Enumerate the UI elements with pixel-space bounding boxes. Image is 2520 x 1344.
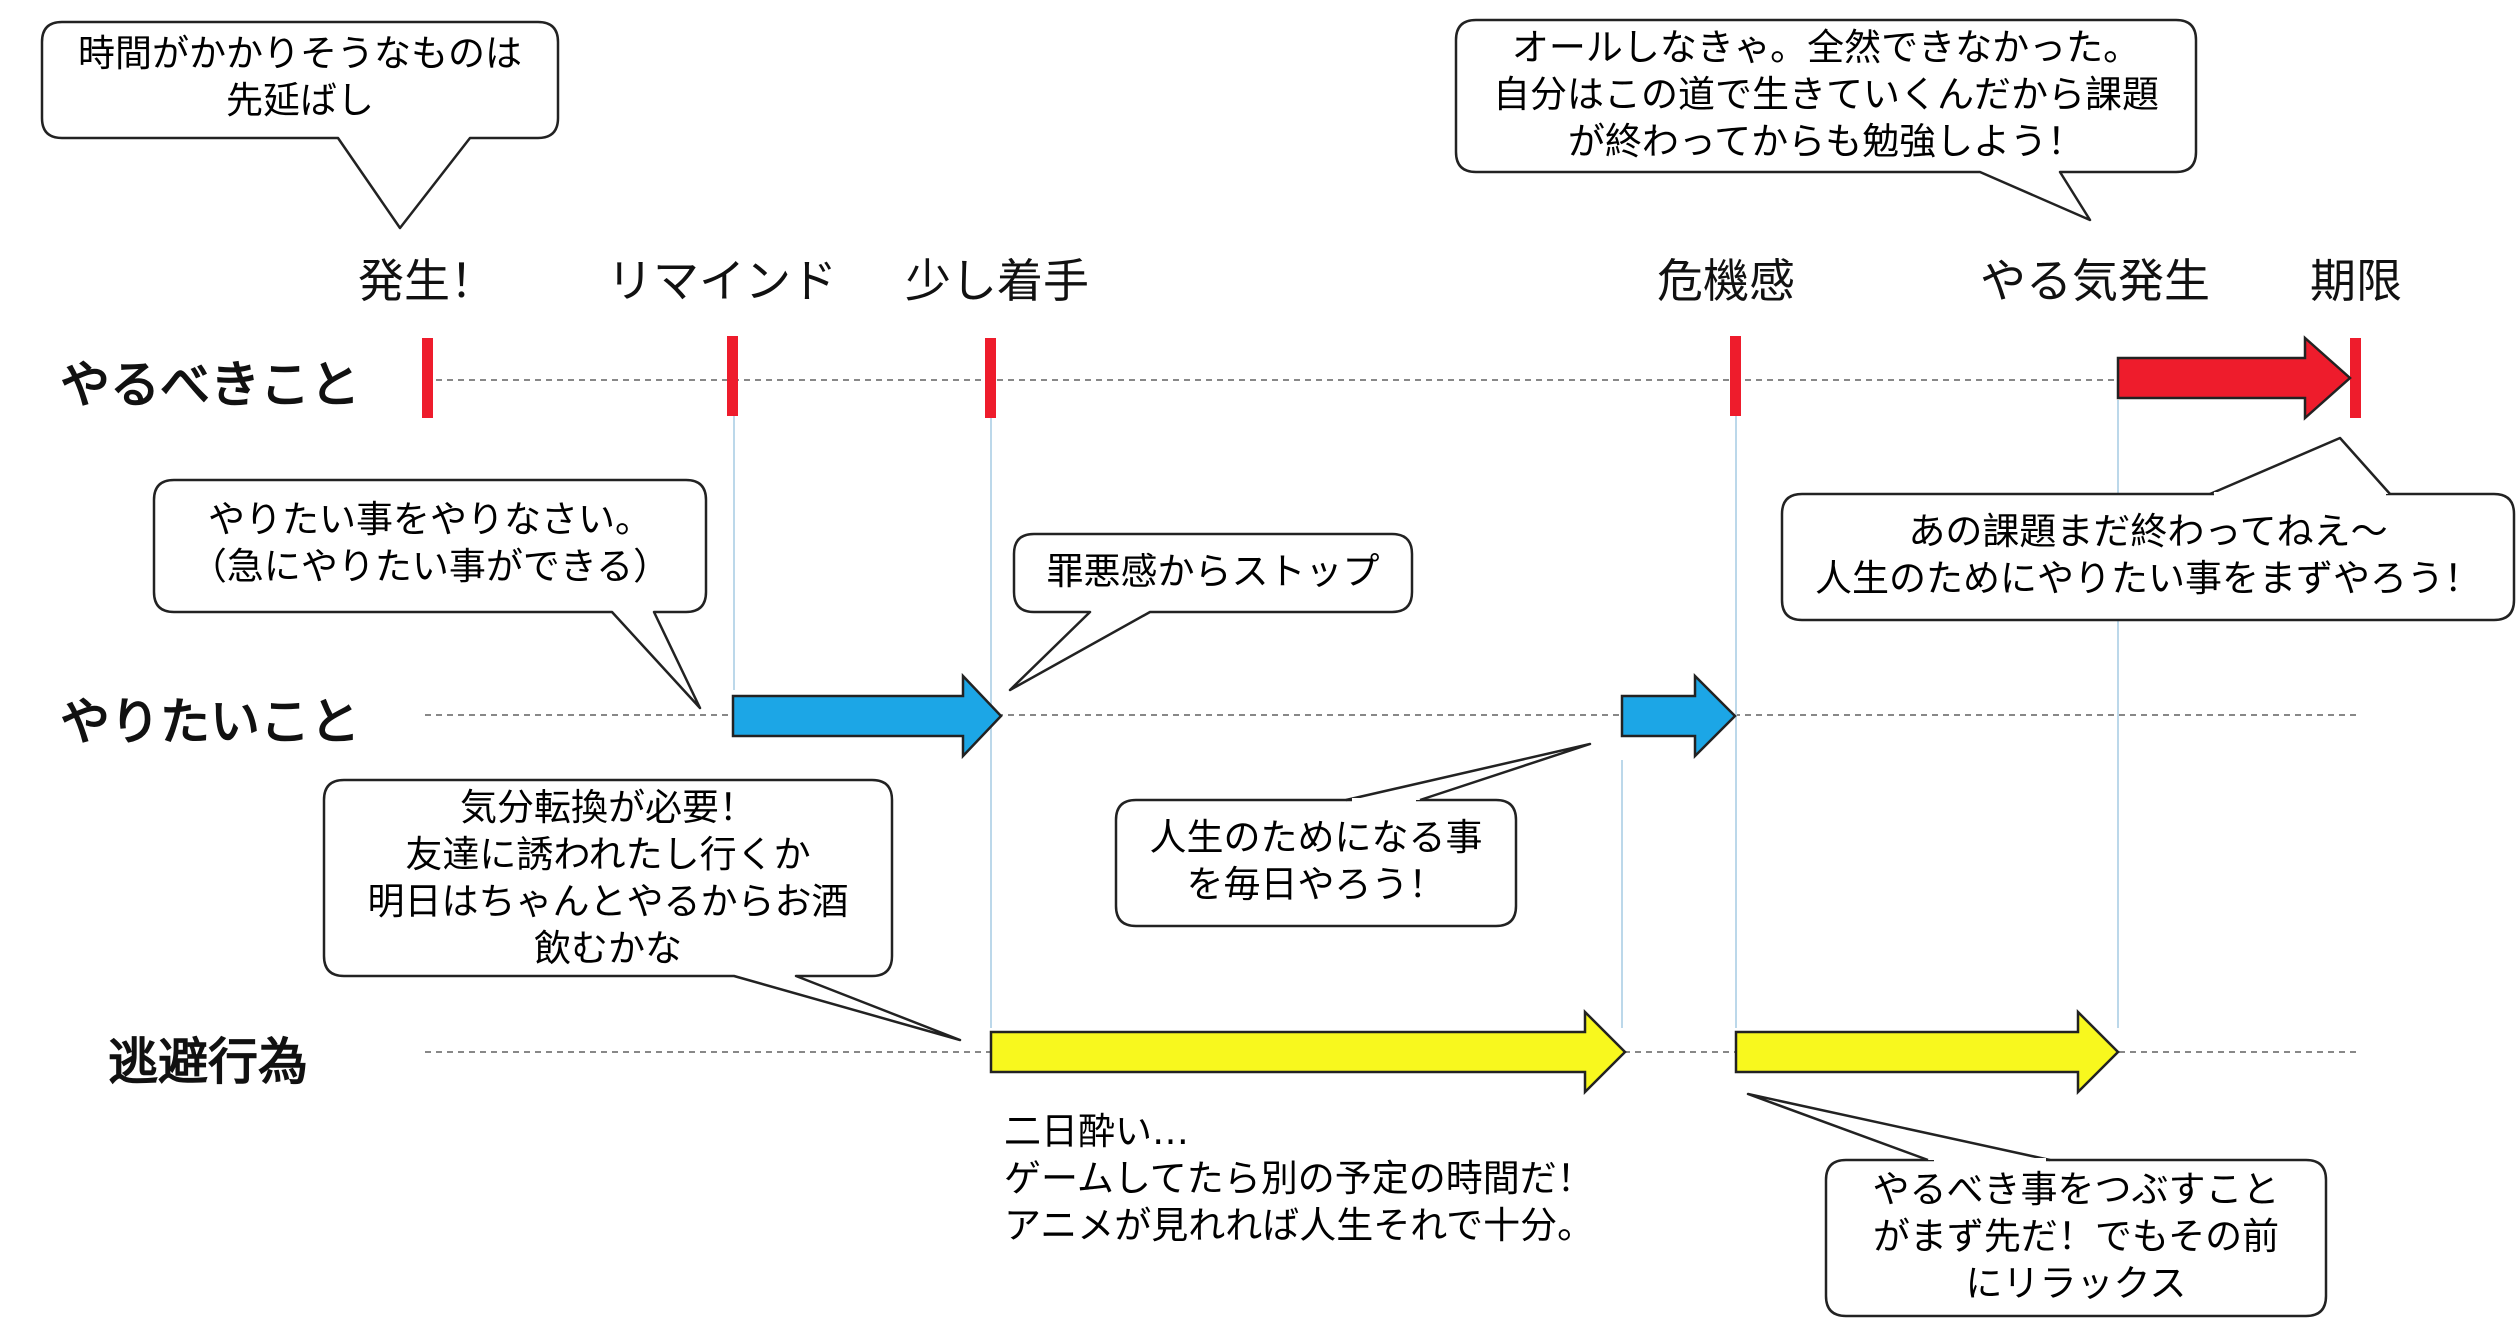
bubble-do-what-you-want-shape (152, 478, 708, 710)
arrow-want-1 (731, 672, 1003, 760)
bubble-crush-first-tail (1746, 1092, 2051, 1162)
lane-label-escape: 逃避行為 (108, 1033, 308, 1091)
bubble-crush-first-text: やるべき事をつぶすこと がまず先だ！でもその前 にリラックス (1826, 1166, 2326, 1307)
tail-join-unfinished (2214, 492, 2386, 497)
arrow-escape-2 (1734, 1008, 2120, 1096)
bubble-change-mood-line: 明日はちゃんとやるからお酒 (367, 880, 849, 923)
arrow-escape-1 (989, 1008, 1627, 1096)
bubble-unfinished-tail (2209, 436, 2391, 496)
event-label-remind: リマインド (607, 254, 837, 308)
event-label-motivation: やる気発生 (1980, 254, 2210, 308)
bubble-crush-first-shape (1824, 1158, 2328, 1318)
bubble-for-life-shape (1114, 798, 1518, 928)
bubble-crush-first-line: にリラックス (1965, 1262, 2187, 1305)
bubble-guilt-shape (1008, 532, 1414, 692)
note-hangover-line: ゲームしてたら別の予定の時間だ！ (1004, 1157, 1594, 1200)
bubble-do-what-you-want-line: やりたい事をやりなさい。 (208, 498, 652, 541)
bubble-change-mood-line: 友達に誘われたし行くか (405, 833, 811, 876)
bubble-postpone-line: 時間がかかりそうなものは (78, 32, 522, 75)
bubble-crush-first-line: やるべき事をつぶすこと (1872, 1168, 2280, 1211)
tail-join-for-life (1352, 798, 1416, 803)
marker-crisis (1730, 336, 1741, 416)
lane-label-must: やるべきこと (60, 356, 360, 414)
bubble-guilt-line: 罪悪感からストップ (1046, 550, 1380, 593)
marker-remind (727, 336, 738, 416)
bubble-allnight-line: オールしなきゃ。全然できなかった。 (1511, 26, 2141, 69)
event-label-crisis: 危機感 (1657, 254, 1795, 308)
bubble-allnight-line: 自分はこの道で生きていくんだから課題 (1493, 73, 2159, 116)
marker-deadline (2350, 338, 2361, 418)
bubble-for-life-line: 人生のためになる事 (1149, 816, 1483, 859)
bubble-change-mood-shape (322, 778, 962, 1042)
bubble-unfinished-text: あの課題まだ終わってねえ～ 人生のためにやりたい事をまずやろう！ (1782, 508, 2514, 602)
bubble-unfinished-shape (1780, 492, 2516, 622)
note-hangover: 二日酔い… ゲームしてたら別の予定の時間だ！ アニメが見れれば人生それで十分。 (1004, 1108, 1594, 1249)
bubble-change-mood-line: 気分転換が必要！ (460, 786, 756, 829)
bubble-guilt-text: 罪悪感からストップ (1014, 548, 1412, 595)
lane-label-want: やりたいこと (60, 693, 360, 751)
bubble-for-life-tail (1345, 742, 1592, 802)
event-label-start: 少し着手 (905, 254, 1089, 308)
bubble-crush-first-line: がまず先だ！でもその前 (1872, 1215, 2280, 1258)
bubble-postpone-line: 先延ばし (226, 79, 374, 122)
note-hangover-line: アニメが見れれば人生それで十分。 (1004, 1204, 1595, 1247)
bubble-postpone (40, 20, 560, 230)
event-label-deadline: 期限 (2310, 254, 2402, 308)
arrow-want-2 (1620, 672, 1737, 760)
tail-join-crush-first (1934, 1158, 2046, 1163)
bubble-change-mood-line: 飲むかな (534, 927, 682, 970)
bubble-do-what-you-want-text: やりたい事をやりなさい。 （急にやりたい事ができる） (154, 496, 706, 590)
bubble-allnight-text: オールしなきゃ。全然できなかった。 自分はこの道で生きていくんだから課題 が終わ… (1456, 24, 2196, 165)
marker-start (985, 338, 996, 418)
bubble-allnight-line: が終わってからも勉強しよう！ (1567, 120, 2085, 163)
bubble-postpone-text: 時間がかかりそうなものは 先延ばし (42, 30, 558, 124)
marker-occur (422, 338, 433, 418)
note-hangover-line: 二日酔い… (1004, 1110, 1189, 1153)
event-markers (422, 336, 2361, 418)
bubble-allnight (1454, 18, 2198, 222)
bubble-for-life-text: 人生のためになる事 を毎日やろう！ (1116, 814, 1516, 908)
arrow-must-final (2116, 335, 2352, 421)
event-label-occur: 発生！ (358, 254, 496, 308)
bubble-unfinished-line: 人生のためにやりたい事をまずやろう！ (1815, 557, 2481, 600)
bubble-change-mood-text: 気分転換が必要！ 友達に誘われたし行くか 明日はちゃんとやるからお酒 飲むかな (324, 784, 892, 972)
bubble-do-what-you-want-line: （急にやりたい事ができる） (189, 545, 671, 588)
bubble-for-life-line: を毎日やろう！ (1186, 863, 1446, 906)
bubble-unfinished-line: あの課題まだ終わってねえ～ (1908, 510, 2388, 553)
